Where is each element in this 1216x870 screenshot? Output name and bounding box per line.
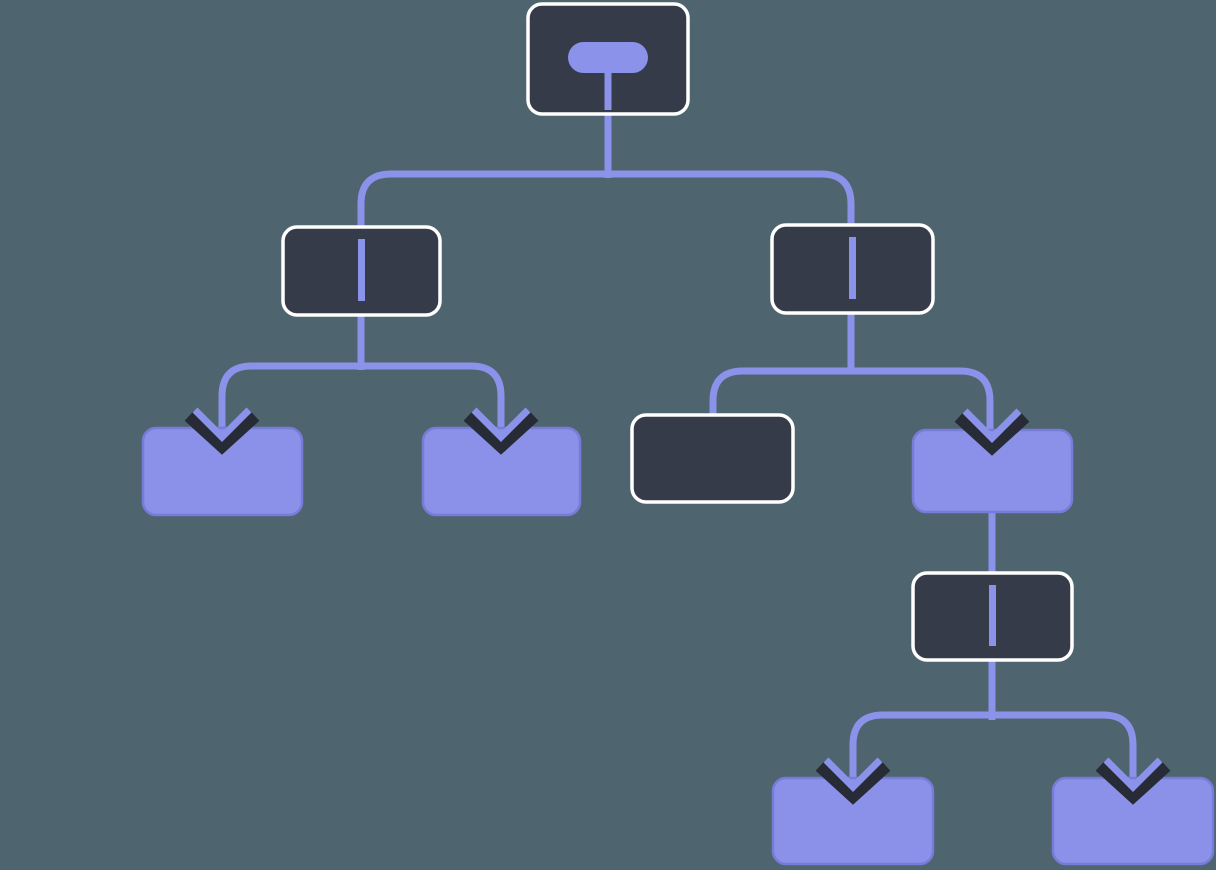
chevron-purple-icon — [192, 407, 252, 442]
tree-nodes — [141, 2, 1215, 866]
insertion-line-icon — [358, 239, 365, 301]
connector-right-split — [709, 367, 994, 439]
tree-node-branch-right[interactable] — [770, 223, 935, 315]
insertion-line-icon — [849, 237, 856, 299]
tree-node-leaf-3[interactable] — [911, 428, 1074, 514]
drop-arrow-icon-arrow-leaf-1 — [184, 407, 260, 455]
pill-stem-icon — [604, 66, 612, 110]
drop-arrow-icon-arrow-leaf-2 — [463, 407, 539, 455]
tree-node-node-plain[interactable] — [630, 413, 795, 504]
connector-top-split — [357, 170, 855, 232]
purple-node-box[interactable] — [141, 426, 304, 517]
chevron-purple-icon — [823, 757, 883, 792]
drop-arrow-icon-arrow-leaf-4 — [815, 757, 891, 805]
chevron-purple-icon — [471, 407, 531, 442]
drop-arrow-icon-arrow-leaf-3 — [954, 408, 1030, 456]
purple-node-box[interactable] — [911, 428, 1074, 514]
tree-node-leaf-4[interactable] — [771, 776, 935, 866]
purple-node-box[interactable] — [1051, 776, 1215, 866]
tree-node-root[interactable] — [526, 2, 690, 116]
dark-node-box[interactable] — [630, 413, 795, 504]
chevron-purple-icon — [1103, 757, 1163, 792]
tree-node-leaf-1[interactable] — [141, 426, 304, 517]
drop-arrows — [184, 407, 1171, 805]
tree-node-leaf-2[interactable] — [421, 426, 582, 517]
pill-icon — [568, 42, 648, 73]
connector-lines — [218, 108, 1137, 787]
insertion-line-icon — [989, 585, 996, 646]
drop-arrow-icon-arrow-leaf-5 — [1095, 757, 1171, 805]
chevron-dark-icon — [463, 411, 539, 455]
chevron-dark-icon — [954, 412, 1030, 456]
connector-bottom-split — [849, 711, 1137, 787]
purple-node-box[interactable] — [771, 776, 935, 866]
chevron-dark-icon — [815, 761, 891, 805]
tree-node-branch-lower[interactable] — [911, 571, 1074, 662]
tree-node-branch-left[interactable] — [281, 225, 442, 317]
chevron-dark-icon — [1095, 761, 1171, 805]
purple-node-box[interactable] — [421, 426, 582, 517]
chevron-dark-icon — [184, 411, 260, 455]
connector-left-split — [218, 362, 505, 437]
chevron-purple-icon — [962, 408, 1022, 443]
tree-node-leaf-5[interactable] — [1051, 776, 1215, 866]
